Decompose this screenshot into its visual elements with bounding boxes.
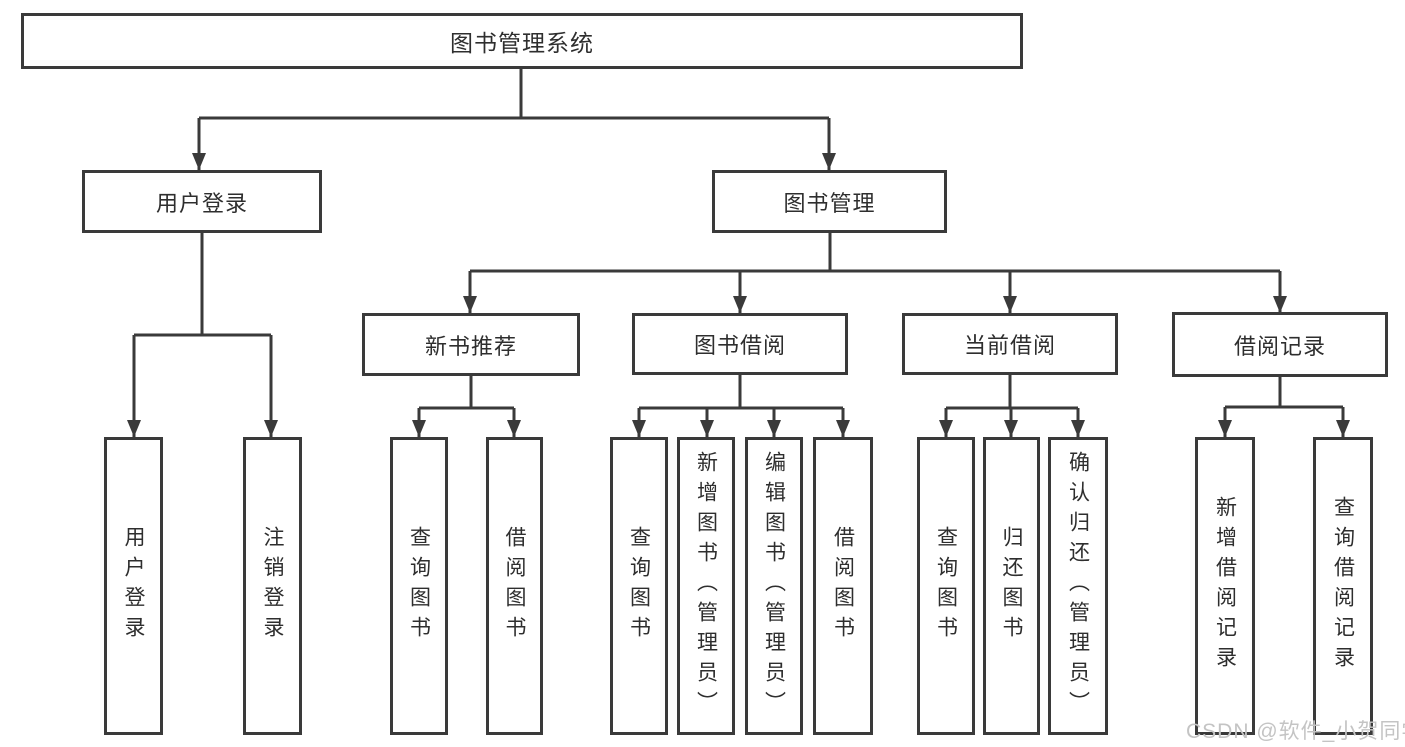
node-label: 注销登录: [261, 526, 284, 646]
node-label: 用户登录: [155, 190, 248, 216]
node-label: 查询借阅记录: [1331, 496, 1355, 676]
node-book-management-system: 图书管理系统: [21, 13, 1023, 69]
leaf-query-books-2: 查询图书: [610, 437, 668, 735]
node-label: 新增图书（管理员）: [694, 451, 718, 721]
leaf-user-login: 用户登录: [104, 437, 163, 735]
node-label: 新书推荐: [424, 333, 517, 359]
node-label: 查询图书: [934, 526, 958, 646]
leaf-query-books-1: 查询图书: [390, 437, 448, 735]
leaf-edit-books-admin: 编辑图书（管理员）: [745, 437, 803, 735]
leaf-borrow-books-1: 借阅图书: [486, 437, 543, 735]
edges-new-book-rec-children: [412, 376, 521, 437]
leaf-query-borrow-record: 查询借阅记录: [1313, 437, 1373, 735]
node-label: 图书管理系统: [450, 30, 594, 56]
edge-line: [1225, 377, 1343, 409]
edge-line: [199, 69, 829, 120]
edge-line: [470, 233, 1280, 273]
node-borrowing-records: 借阅记录: [1172, 312, 1388, 377]
edges-book-borrow-children: [632, 375, 850, 437]
edges-current-borrow-children: [939, 375, 1085, 437]
leaf-borrow-books-2: 借阅图书: [813, 437, 873, 735]
node-label: 查询图书: [627, 526, 651, 646]
leaf-query-books-3: 查询图书: [917, 437, 975, 735]
node-user-login: 用户登录: [82, 170, 322, 233]
edge-line: [419, 376, 514, 410]
node-label: 借阅图书: [831, 526, 855, 646]
node-book-borrowing: 图书借阅: [632, 313, 848, 375]
leaf-add-borrow-record: 新增借阅记录: [1195, 437, 1255, 735]
edges-user-login-children: [127, 233, 278, 437]
leaf-logout: 注销登录: [243, 437, 302, 735]
node-label: 借阅记录: [1233, 333, 1326, 359]
node-label: 用户登录: [122, 526, 145, 646]
node-label: 新增借阅记录: [1213, 496, 1237, 676]
edge-line: [946, 375, 1078, 410]
edges-book-mgmt-children: [463, 233, 1287, 313]
node-label: 当前借阅: [963, 333, 1056, 358]
leaf-confirm-return-admin: 确认归还（管理员）: [1048, 437, 1108, 735]
node-label: 归还图书: [1000, 526, 1023, 646]
edge-line: [134, 233, 271, 337]
csdn-watermark: CSDN @软件_小贺同学: [1186, 720, 1405, 743]
node-label: 确认归还（管理员）: [1066, 451, 1090, 721]
node-label: 图书借阅: [693, 333, 786, 358]
node-current-borrowing: 当前借阅: [902, 313, 1118, 375]
leaf-return-books: 归还图书: [983, 437, 1040, 735]
node-label: 查询图书: [407, 526, 431, 646]
node-new-book-recommendation: 新书推荐: [362, 313, 580, 376]
edges-root-to-level2: [192, 69, 836, 170]
leaf-add-books-admin: 新增图书（管理员）: [677, 437, 735, 735]
node-label: 编辑图书（管理员）: [762, 451, 786, 721]
node-label: 图书管理: [783, 190, 876, 216]
edge-line: [639, 375, 843, 410]
edges-borrow-record-children: [1218, 377, 1350, 437]
node-book-management: 图书管理: [712, 170, 947, 233]
node-label: 借阅图书: [503, 526, 526, 646]
